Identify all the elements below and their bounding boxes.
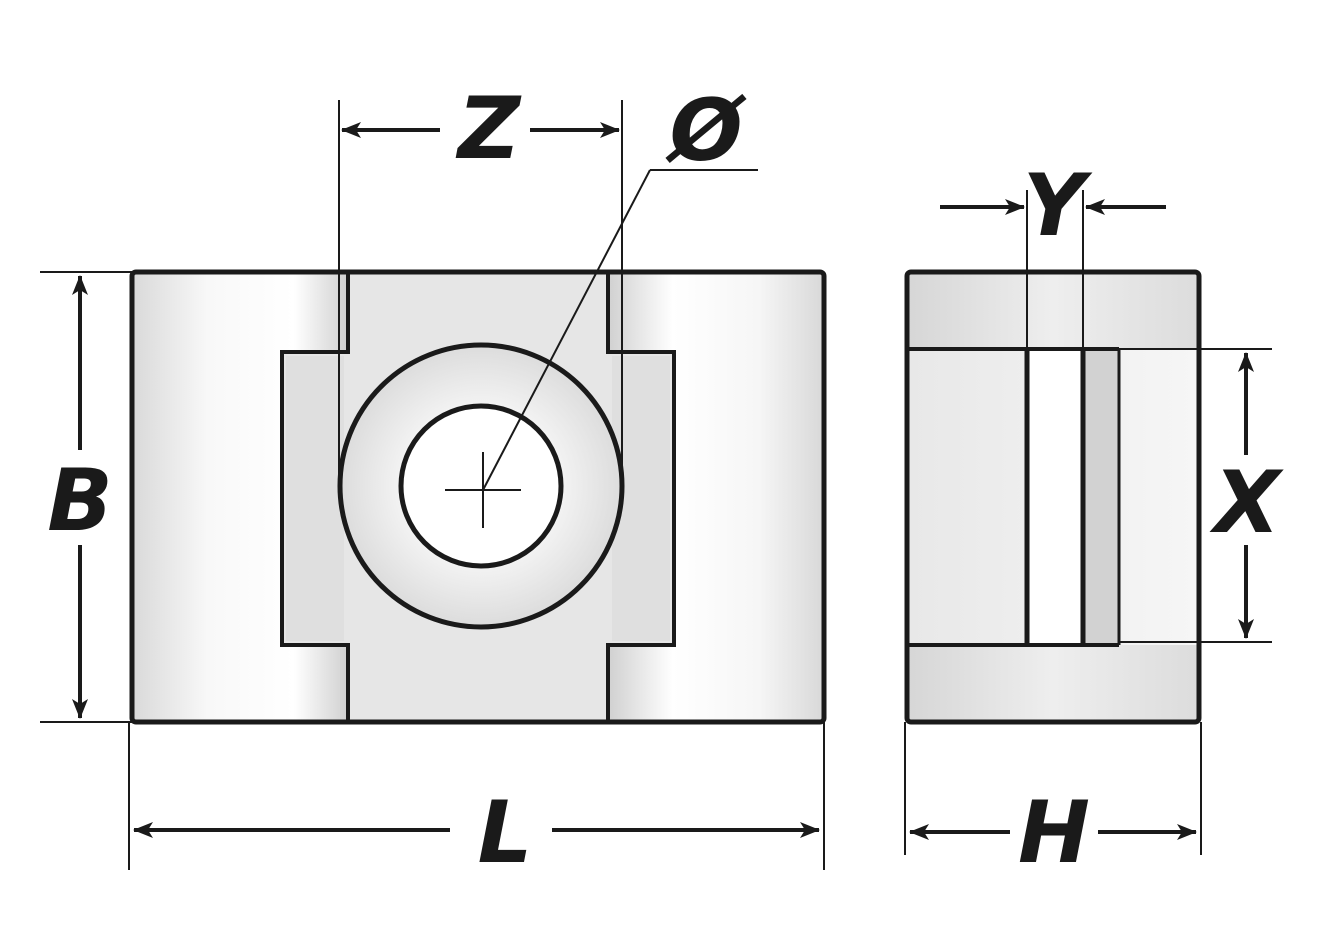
front-view [129, 269, 827, 725]
side-slot-shadow [1083, 349, 1119, 645]
label-x: X [1209, 453, 1284, 553]
nut-hole [398, 403, 564, 569]
label-z: Z [455, 79, 522, 179]
front-outline [129, 269, 827, 725]
label-y: Y [1023, 156, 1093, 256]
side-slot [1027, 349, 1083, 645]
side-bottom-band [907, 645, 1199, 722]
label-b: B [47, 451, 113, 551]
side-view [904, 269, 1202, 725]
dimension-lines [40, 100, 1272, 870]
front-inner-face-left [286, 356, 344, 641]
diameter-leader [482, 169, 651, 491]
dimension-labels: Z Ø Y B X L H [47, 79, 1284, 883]
front-step-right [606, 272, 676, 722]
label-diameter: Ø [664, 81, 747, 181]
front-step-left [280, 272, 350, 722]
side-outline [904, 269, 1202, 725]
label-h: H [1018, 783, 1090, 883]
side-top-band [907, 272, 1199, 349]
label-l: L [478, 783, 533, 883]
